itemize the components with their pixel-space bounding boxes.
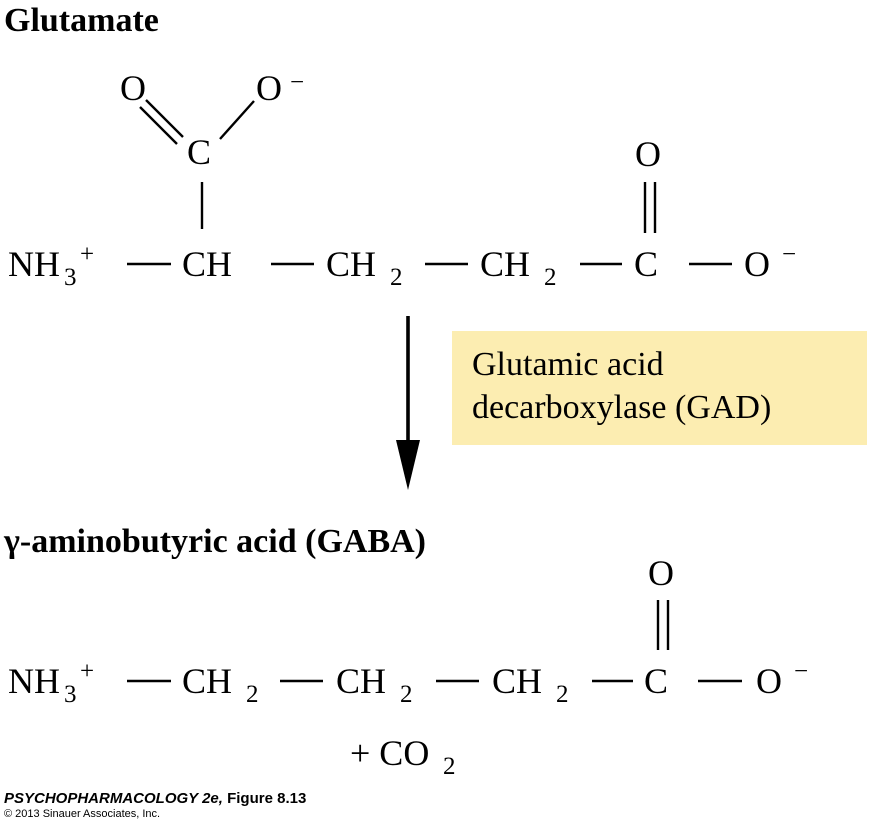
gaba-carbonyl-oxygen: O bbox=[648, 553, 674, 593]
glutamate-top-double-bond-1 bbox=[145, 99, 184, 138]
gaba-methylene-3: CH bbox=[492, 661, 542, 701]
glutamate-top-carboxyl-carbon: C bbox=[187, 132, 211, 172]
glutamate-methylene-2: CH bbox=[480, 244, 530, 284]
reaction-arrow bbox=[396, 316, 420, 490]
glutamate-top-double-bond-2 bbox=[139, 106, 178, 145]
glutamate-top-single-bond bbox=[219, 100, 255, 140]
glutamate-title: Glutamate bbox=[4, 2, 159, 39]
figure-caption-number: Figure 8.13 bbox=[222, 790, 307, 807]
glutamate-amine-subscript: 3 bbox=[64, 264, 77, 291]
gaba-methylene-3-subscript: 2 bbox=[556, 681, 569, 708]
gaba-methylene-2: CH bbox=[336, 661, 386, 701]
glutamate-amine-charge: + bbox=[80, 241, 94, 268]
gaba-methylene-1-subscript: 2 bbox=[246, 681, 259, 708]
gaba-structure: NH 3 + CH 2 CH 2 CH 2 C O − O + CO 2 bbox=[8, 553, 808, 780]
gaba-methylene-2-subscript: 2 bbox=[400, 681, 413, 708]
glutamate-carboxyl-oxygen-anion: O bbox=[744, 244, 770, 284]
glutamate-alpha-carbon: CH bbox=[182, 244, 232, 284]
glutamate-methylene-1: CH bbox=[326, 244, 376, 284]
carbon-dioxide-subscript: 2 bbox=[443, 753, 456, 780]
figure-caption-book: PSYCHOPHARMACOLOGY 2e, bbox=[4, 790, 223, 807]
copyright-notice: © 2013 Sinauer Associates, Inc. bbox=[4, 808, 161, 820]
glutamate-carboxyl-carbon: C bbox=[634, 244, 658, 284]
glutamate-top-carboxyl-oxygen: O bbox=[120, 68, 146, 108]
gaba-amine-subscript: 3 bbox=[64, 681, 77, 708]
glutamate-methylene-1-subscript: 2 bbox=[390, 264, 403, 291]
gaba-methylene-1: CH bbox=[182, 661, 232, 701]
glutamate-carbonyl-oxygen: O bbox=[635, 134, 661, 174]
glutamate-structure: O O − C NH 3 + CH CH 2 CH 2 C O − O bbox=[8, 68, 796, 291]
gaba-carboxyl-charge: − bbox=[794, 658, 808, 685]
glutamate-top-carboxyl-oxygen-anion: O bbox=[256, 68, 282, 108]
gaba-title: γ-aminobutyric acid (GABA) bbox=[4, 523, 426, 560]
glutamate-amine: NH bbox=[8, 244, 60, 284]
gaba-carboxyl-oxygen-anion: O bbox=[756, 661, 782, 701]
figure-caption: PSYCHOPHARMACOLOGY 2e, Figure 8.13 bbox=[4, 791, 306, 806]
gaba-amine: NH bbox=[8, 661, 60, 701]
enzyme-label-line-2: decarboxylase (GAD) bbox=[472, 389, 772, 426]
enzyme-label-box: Glutamic acid decarboxylase (GAD) bbox=[452, 331, 867, 445]
glutamate-top-carboxyl-charge: − bbox=[290, 69, 304, 96]
glutamate-methylene-2-subscript: 2 bbox=[544, 264, 557, 291]
gaba-amine-charge: + bbox=[80, 658, 94, 685]
gaba-carboxyl-carbon: C bbox=[644, 661, 668, 701]
carbon-dioxide-byproduct: + CO bbox=[350, 733, 429, 773]
glutamate-carboxyl-charge: − bbox=[782, 241, 796, 268]
reaction-arrow-head bbox=[396, 440, 420, 490]
enzyme-label-line-1: Glutamic acid bbox=[472, 346, 664, 383]
